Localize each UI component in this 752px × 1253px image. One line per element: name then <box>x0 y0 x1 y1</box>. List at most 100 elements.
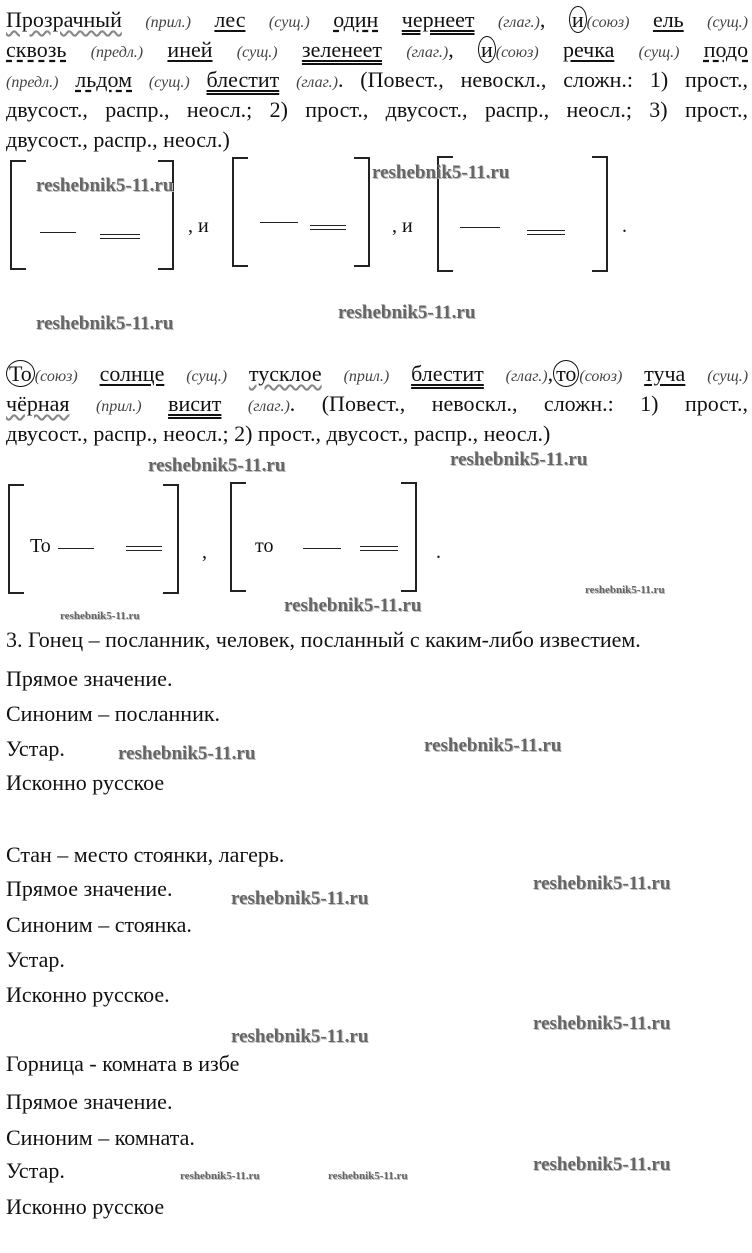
pos-label: (сущ.) <box>148 74 190 91</box>
subject-line <box>40 232 76 233</box>
text-line: Исконно русское. <box>6 982 170 1007</box>
sentence2-line1: То(союз) солнце (сущ.) тусклое (прил.) б… <box>6 359 748 392</box>
text-line: Устар. <box>6 947 65 972</box>
watermark: reshebnik5-11.ru <box>60 610 140 622</box>
word: зеленеет <box>301 37 383 62</box>
word: туча <box>644 361 686 386</box>
bracket-left <box>8 484 24 594</box>
pos-label: (глаг.) <box>406 44 449 61</box>
word: блестит <box>206 67 280 92</box>
text-line: Горница - комната в избе <box>6 1051 240 1076</box>
watermark: reshebnik5-11.ru <box>231 1026 369 1047</box>
separator: , и <box>392 215 413 237</box>
text-line: Устар. <box>6 1158 65 1183</box>
pos-label: (сущ.) <box>186 368 228 385</box>
text-line: Синоним – посланник. <box>6 701 221 726</box>
pos-label: (сущ.) <box>707 14 748 31</box>
word: блестит <box>411 361 484 386</box>
pos-label: (глаг.) <box>497 14 540 31</box>
text-line: Исконно русское <box>6 770 165 795</box>
watermark: reshebnik5-11.ru <box>36 175 174 196</box>
analysis-text: двусост., распр., неосл.; 2) прост., дву… <box>6 421 551 446</box>
text-line: Исконно русское <box>6 1194 165 1219</box>
pos-label: (сущ.) <box>707 368 749 385</box>
watermark: reshebnik5-11.ru <box>533 1154 671 1175</box>
analysis-text: . (Повест., невоскл., сложн.: 1) прост., <box>337 67 749 92</box>
word: лес <box>214 7 246 32</box>
sentence1-line3: (предл.) льдом (сущ.) блестит (глаг.). (… <box>6 65 748 98</box>
bracket-right <box>592 156 608 272</box>
watermark: reshebnik5-11.ru <box>231 888 369 909</box>
text-line: Устар. <box>6 736 65 761</box>
scheme-conjunction: то <box>255 535 274 557</box>
pos-label: (сущ.) <box>638 44 680 61</box>
predicate-line <box>100 234 140 239</box>
pos-label: (прил.) <box>343 368 390 385</box>
watermark: reshebnik5-11.ru <box>118 743 256 764</box>
scheme-conjunction: То <box>30 535 51 557</box>
analysis-text: двусост., распр., неосл.) <box>6 127 230 152</box>
watermark: reshebnik5-11.ru <box>284 595 422 616</box>
pos-label: (сущ.) <box>236 44 278 61</box>
sentence1-line2: сквозь (предл.) иней (сущ.) зеленеет (гл… <box>6 36 749 63</box>
bracket-right <box>158 160 174 270</box>
watermark: reshebnik5-11.ru <box>180 1170 260 1182</box>
circled-conjunction: то <box>553 360 580 387</box>
circled-conjunction: То <box>6 360 35 387</box>
watermark: reshebnik5-11.ru <box>36 313 174 334</box>
word: Прозрачный <box>6 7 122 32</box>
text-line: Стан – место стоянки, лагерь. <box>6 842 285 867</box>
subject-line <box>260 222 298 223</box>
watermark: reshebnik5-11.ru <box>372 162 510 183</box>
pos-label: (глаг.) <box>296 74 338 91</box>
text-line: Прямое значение. <box>6 1089 173 1114</box>
text-line: Синоним – стоянка. <box>6 912 192 937</box>
pos-label: (прил.) <box>95 398 142 415</box>
analysis-text: двусост., распр., неосл.; 2) прост., дву… <box>6 97 748 122</box>
bracket-left <box>230 482 246 592</box>
text-line: Прямое значение. <box>6 666 173 691</box>
word: чернеет <box>401 7 475 32</box>
circled-conjunction: и <box>477 36 496 63</box>
bracket-right <box>354 157 370 267</box>
pos-label: (прил.) <box>145 14 191 31</box>
subject-line <box>303 548 341 549</box>
sentence2-line2: чёрная (прил.) висит (глаг.). (Повест., … <box>6 389 748 422</box>
word: подо <box>703 37 749 62</box>
bracket-left <box>437 156 453 272</box>
bracket-right <box>401 482 417 592</box>
pos-label: (глаг.) <box>505 368 548 385</box>
text-line: 3. Гонец – посланник, человек, посланный… <box>6 627 641 652</box>
text-line: Синоним – комната. <box>6 1125 195 1150</box>
watermark: reshebnik5-11.ru <box>328 1170 408 1182</box>
predicate-line <box>527 230 565 235</box>
predicate-line <box>310 225 346 230</box>
watermark: reshebnik5-11.ru <box>424 735 562 756</box>
bracket-left <box>232 157 248 267</box>
text-line: Прямое значение. <box>6 876 173 901</box>
pos-label: (глаг.) <box>247 398 290 415</box>
word: один <box>333 7 379 32</box>
word: висит <box>168 391 222 416</box>
pos-label: (союз) <box>586 14 630 31</box>
sentence1-line1: Прозрачный (прил.) лес (сущ.) один черне… <box>6 6 748 33</box>
predicate-line <box>126 546 162 551</box>
pos-label: (союз) <box>579 368 623 385</box>
word: ель <box>652 7 684 32</box>
subject-line <box>460 227 500 228</box>
period: . <box>436 541 441 563</box>
period: . <box>622 215 627 237</box>
word: иней <box>167 37 213 62</box>
pos-label: (предл.) <box>90 44 144 61</box>
bracket-right <box>163 484 179 594</box>
bracket-left <box>10 160 26 270</box>
pos-label: (союз) <box>34 368 78 385</box>
circled-conjunction: и <box>568 6 587 33</box>
watermark: reshebnik5-11.ru <box>533 873 671 894</box>
separator: , и <box>188 215 209 237</box>
word: сквозь <box>6 37 67 62</box>
predicate-line <box>360 546 398 551</box>
watermark: reshebnik5-11.ru <box>148 455 286 476</box>
pos-label: (союз) <box>495 44 539 61</box>
